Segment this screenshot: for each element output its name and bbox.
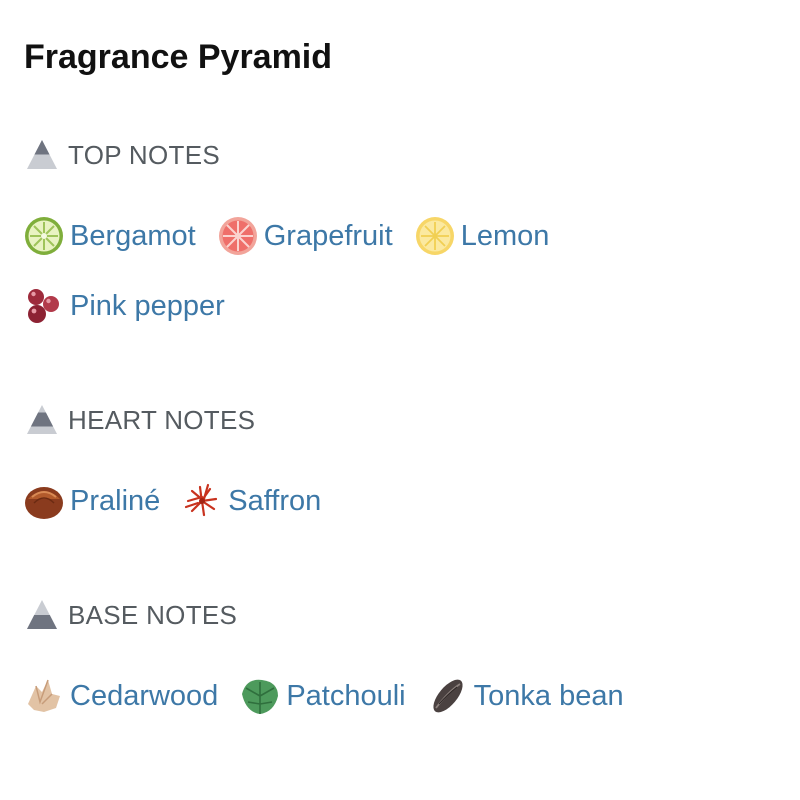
note-label: Grapefruit xyxy=(263,219,393,252)
saffron-icon xyxy=(185,483,218,517)
note-label: Patchouli xyxy=(286,679,406,712)
note-praline[interactable]: Praliné xyxy=(22,479,160,523)
pyramid-middle-icon xyxy=(27,405,57,434)
pyramid-top-icon xyxy=(27,140,57,169)
tonka-bean-icon xyxy=(433,679,463,713)
note-saffron[interactable]: Saffron xyxy=(180,479,321,523)
note-label: Cedarwood xyxy=(70,679,219,712)
section-header-heart-notes: HEART NOTES xyxy=(24,402,255,438)
note-grapefruit[interactable]: Grapefruit xyxy=(216,214,393,258)
grapefruit-icon xyxy=(218,217,257,255)
section-header-base-notes: BASE NOTES xyxy=(24,597,237,633)
note-label: Saffron xyxy=(228,484,322,517)
lemon-icon xyxy=(415,217,454,255)
notes-row: Praliné Saffron xyxy=(22,479,341,523)
section-label: HEART NOTES xyxy=(68,404,256,435)
note-bergamot[interactable]: Bergamot xyxy=(22,214,196,258)
notes-row: Bergamot Grapefruit Lemon xyxy=(22,214,569,258)
notes-row: Cedarwood Patchouli Tonka bean xyxy=(22,674,644,718)
note-label: Pink pepper xyxy=(70,289,225,322)
note-label: Bergamot xyxy=(70,219,196,252)
section-label: TOP NOTES xyxy=(68,139,220,170)
note-pink-pepper[interactable]: Pink pepper xyxy=(22,284,225,328)
note-label: Tonka bean xyxy=(473,679,624,712)
notes-row: Pink pepper xyxy=(22,284,245,328)
patchouli-icon xyxy=(242,679,279,714)
note-label: Praliné xyxy=(70,484,161,517)
note-lemon[interactable]: Lemon xyxy=(413,214,550,258)
section-header-top-notes: TOP NOTES xyxy=(24,137,220,173)
section-label: BASE NOTES xyxy=(68,599,238,630)
cedarwood-icon xyxy=(28,679,60,712)
pink-pepper-icon xyxy=(28,289,59,323)
page-title: Fragrance Pyramid xyxy=(24,38,333,76)
pyramid-base-icon xyxy=(27,600,57,629)
note-cedarwood[interactable]: Cedarwood xyxy=(22,674,218,718)
note-tonka-bean[interactable]: Tonka bean xyxy=(426,674,624,718)
praline-icon xyxy=(25,487,63,519)
bergamot-icon xyxy=(25,217,63,255)
note-patchouli[interactable]: Patchouli xyxy=(238,674,406,718)
note-label: Lemon xyxy=(460,219,550,252)
